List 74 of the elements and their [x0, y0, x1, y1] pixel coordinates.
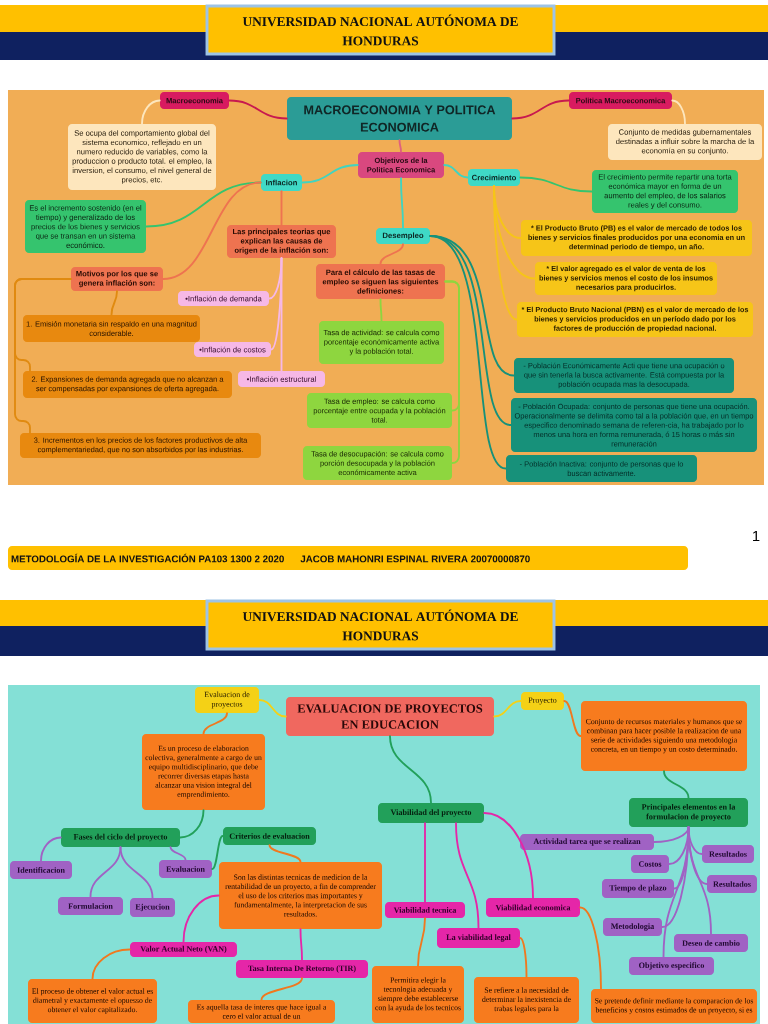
topic-box: Principales elementos en la formulacion de proyecto	[629, 798, 748, 827]
branch-line	[493, 700, 522, 718]
topic-box: Identificacion	[10, 861, 72, 879]
branch-line	[40, 836, 62, 862]
branch-line	[417, 917, 426, 967]
topic-box: Tasa Interna De Retorno (TIR)	[236, 960, 368, 978]
branch-line	[268, 257, 283, 300]
branch-line	[169, 846, 187, 861]
branch-line	[483, 812, 534, 899]
branch-line	[455, 822, 480, 929]
branch-line	[260, 977, 303, 1001]
topic-box: Metodologia	[603, 918, 662, 936]
topic-box: La viabilidad legal	[437, 928, 520, 948]
branch-line	[280, 190, 283, 226]
topic-box: Ejecucion	[130, 898, 175, 917]
topic-box: Proyecto	[521, 692, 564, 710]
branch-line	[563, 700, 582, 737]
branch-line	[141, 99, 161, 125]
central-topic-box: EVALUACION DE PROYECTOS EN EDUCACION	[286, 697, 494, 736]
branch-line	[228, 99, 288, 120]
topic-box: Valor Actual Neto (VAN)	[130, 942, 237, 957]
topic-box: Criterios de evaluacion	[223, 827, 316, 845]
topic-box: Objetivo especifico	[629, 957, 714, 975]
branch-line	[299, 928, 303, 961]
branch-line	[687, 826, 703, 855]
branch-line	[119, 846, 154, 899]
branch-line	[663, 770, 690, 799]
branch-line	[162, 181, 262, 280]
branch-line	[671, 99, 686, 125]
topic-box: Costos	[631, 855, 669, 873]
page-number: 1	[753, 530, 760, 542]
central-topic-box: MACROECONOMIA Y POLITICA ECONOMICA	[287, 97, 512, 140]
footer-bar: METODOLOGÍA DE LA INVESTIGACIÓN PA103 1300 2 2020 JACOB MAHONRI ESPINAL RIVERA 20070000870	[8, 546, 688, 570]
topic-box: Resultados	[702, 845, 754, 863]
branch-line	[444, 280, 460, 464]
branch-line	[400, 177, 404, 229]
branch-line	[89, 846, 122, 898]
branch-line	[182, 894, 220, 943]
topic-box: Viabilidad economica	[486, 898, 580, 917]
topic-box: Evaluacion	[159, 860, 212, 878]
topic-box: Tiempo de plazo	[602, 879, 674, 898]
branch-line	[280, 257, 283, 372]
branch-line	[91, 948, 131, 980]
topic-box: Resultados	[707, 875, 757, 893]
topic-box: Actividad tarea que se realizan	[520, 834, 654, 850]
topic-box: Evaluacion de proyectos	[195, 687, 259, 713]
branch-line	[202, 712, 228, 735]
branch-line	[668, 826, 690, 865]
branch-line	[398, 139, 402, 153]
topic-box: Formulacion	[58, 897, 123, 915]
header-title-box: UNIVERSIDAD NACIONAL AUTÓNOMA DE HONDURAS	[205, 4, 556, 56]
topic-box: Fases del ciclo del proyecto	[61, 828, 180, 847]
branch-line	[389, 735, 432, 804]
branch-line	[493, 185, 518, 321]
topic-box: Viabilidad tecnica	[385, 902, 465, 918]
branch-line	[511, 99, 570, 120]
branch-line	[258, 699, 287, 718]
branch-line	[662, 826, 690, 958]
topic-box: Viabilidad del proyecto	[378, 803, 484, 823]
branch-line	[443, 164, 469, 179]
branch-line	[179, 809, 205, 839]
branch-line	[519, 937, 528, 978]
branch-line	[379, 298, 383, 322]
header-title-box: UNIVERSIDAD NACIONAL AUTÓNOMA DE HONDURAS	[205, 599, 556, 651]
branch-line	[519, 176, 593, 193]
branch-line	[424, 822, 426, 903]
branch-line	[268, 844, 302, 863]
branch-line	[429, 235, 507, 470]
topic-box: Deseo de cambio	[674, 934, 748, 952]
branch-line	[379, 243, 404, 265]
branch-line	[110, 290, 118, 316]
branch-line	[211, 835, 224, 870]
branch-line	[579, 906, 602, 990]
branch-line	[301, 164, 359, 184]
